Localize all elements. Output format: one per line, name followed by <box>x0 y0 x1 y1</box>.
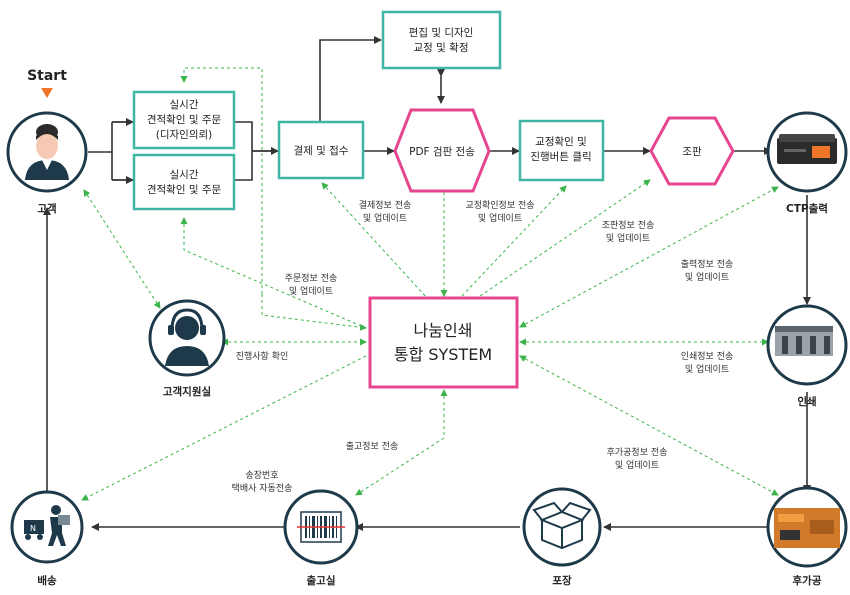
node-ship-room: 출고실 <box>283 489 359 587</box>
box-line: PDF 검판 전송 <box>409 146 475 158</box>
box-line: (디자인의뢰) <box>156 129 213 141</box>
printing-press-icon <box>775 326 833 356</box>
label-payment-info: 결제정보 전송 <box>359 200 412 211</box>
headset-agent-icon <box>165 308 209 366</box>
label-postpress-info: 및 업데이트 <box>615 459 659 471</box>
box-line: 실시간 <box>170 99 199 111</box>
label-output-info: 출력정보 전송 <box>681 258 734 270</box>
label-print-info: 인쇄정보 전송 <box>681 351 734 362</box>
label-ship-info: 출고정보 전송 <box>346 441 399 452</box>
info-lines <box>81 67 779 501</box>
start-label: Start <box>27 68 67 84</box>
flow-lines <box>43 36 811 531</box>
label-imposition-info: 및 업데이트 <box>606 232 650 244</box>
node-print: 인쇄 <box>766 304 848 408</box>
node-label: 배송 <box>37 574 57 587</box>
node-label: 후가공 <box>793 574 822 587</box>
box-line: 교정확인 및 <box>535 135 587 148</box>
box-line: 견적확인 및 주문 <box>147 113 222 126</box>
node-label: 출고실 <box>307 574 336 587</box>
node-label: 고객 <box>37 202 56 215</box>
box-line: 결제 및 접수 <box>294 145 349 157</box>
node-cs: 고객지원실 <box>148 299 226 398</box>
node-postpress: 후가공 <box>766 486 848 587</box>
box-line: 진행버튼 클릭 <box>530 151 591 163</box>
label-print-info: 및 업데이트 <box>685 363 729 375</box>
label-tracking: 택배사 자동전송 <box>232 483 293 494</box>
box-edit: 편집 및 디자인 교정 및 확정 <box>381 10 502 70</box>
box-line: 교정 및 확정 <box>414 41 469 54</box>
box-line: 조판 <box>682 146 702 158</box>
hex-imposition: 조판 <box>649 116 735 186</box>
barcode-icon <box>297 511 345 543</box>
node-ctp: CTP출력 <box>766 111 848 215</box>
box-quote-design: 실시간 견적확인 및 주문 (디자인의뢰) <box>132 90 236 150</box>
box-line: 견적확인 및 주문 <box>147 183 222 196</box>
finishing-machine-icon <box>774 508 840 548</box>
label-output-info: 및 업데이트 <box>685 271 729 283</box>
node-label: 포장 <box>552 574 572 587</box>
node-label: CTP출력 <box>786 202 828 215</box>
start-marker: Start <box>27 68 67 98</box>
ctp-machine-icon <box>777 134 837 164</box>
label-order-info: 및 업데이트 <box>289 285 333 297</box>
label-order-info: 주문정보 전송 <box>285 273 338 284</box>
box-package-icon <box>532 501 592 550</box>
label-proof-info: 및 업데이트 <box>478 212 522 224</box>
svg-text:N: N <box>30 524 36 533</box>
info-labels: 주문정보 전송 및 업데이트 결제정보 전송 및 업데이트 교정확인정보 전송 … <box>232 199 734 494</box>
label-proof-info: 교정확인정보 전송 <box>465 199 534 211</box>
hex-pdf: PDF 검판 전송 <box>393 108 491 193</box>
system-box: 나눔인쇄 통합 SYSTEM <box>368 296 519 389</box>
start-triangle-icon <box>41 88 53 98</box>
label-tracking: 송장번호 <box>245 470 278 481</box>
node-pack: 포장 <box>522 487 602 587</box>
label-imposition-info: 조판정보 전송 <box>602 220 655 231</box>
flow-payment-to-edit <box>319 36 382 121</box>
box-line: 편집 및 디자인 <box>409 26 474 39</box>
label-progress-check: 진행사항 확인 <box>236 350 289 362</box>
flow-customer-to-quotes <box>88 121 133 181</box>
node-customer: 고객 <box>6 111 88 215</box>
box-proof: 교정확인 및 진행버튼 클릭 <box>518 119 605 182</box>
box-line: 실시간 <box>170 169 199 181</box>
node-delivery: N 배송 <box>10 490 84 587</box>
box-payment: 결제 및 접수 <box>277 120 365 180</box>
delivery-man-icon: N <box>24 505 70 546</box>
customer-icon <box>25 124 69 180</box>
label-payment-info: 및 업데이트 <box>363 212 407 224</box>
system-line: 나눔인쇄 <box>414 321 473 340</box>
label-postpress-info: 후가공정보 전송 <box>607 447 668 458</box>
box-quote: 실시간 견적확인 및 주문 <box>132 153 236 211</box>
node-label: 인쇄 <box>797 395 816 408</box>
node-label: 고객지원실 <box>163 385 211 398</box>
system-line: 통합 SYSTEM <box>394 345 492 364</box>
